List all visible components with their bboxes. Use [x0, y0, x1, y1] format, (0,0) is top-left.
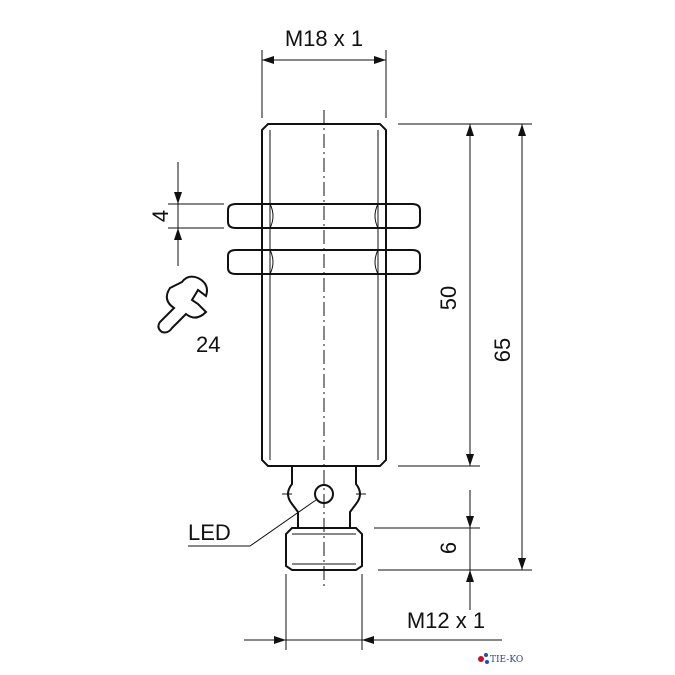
connector-plug [285, 527, 363, 571]
connector-length-label: 6 [436, 542, 461, 554]
total-length-label: 65 [490, 338, 515, 362]
body-length-label: 50 [436, 286, 461, 310]
wrench-size-label: 24 [196, 332, 220, 357]
bottom-thread-label: M12 x 1 [407, 608, 485, 633]
dimension-body-length: 50 [398, 123, 480, 467]
dimension-total-length: 65 [378, 123, 532, 571]
dimension-top-thread: M18 x 1 [261, 26, 387, 118]
nut-thickness-label: 4 [148, 210, 173, 222]
top-thread-label: M18 x 1 [285, 26, 363, 51]
dimension-bottom-thread: M12 x 1 [244, 574, 502, 650]
lock-nut-lower [227, 249, 421, 275]
sensor-neck [282, 466, 366, 528]
wrench-icon [157, 275, 208, 334]
watermark-text: TIE-KO [490, 655, 523, 665]
dimension-nut-thickness: 4 [148, 162, 224, 266]
tie-ko-logo: TIE-KO [478, 653, 523, 665]
dimension-connector-length: 6 [374, 490, 480, 610]
lock-nut-upper [227, 203, 421, 229]
led-callout: LED [188, 499, 317, 547]
led-callout-label: LED [188, 520, 231, 545]
sensor-body [261, 123, 387, 467]
